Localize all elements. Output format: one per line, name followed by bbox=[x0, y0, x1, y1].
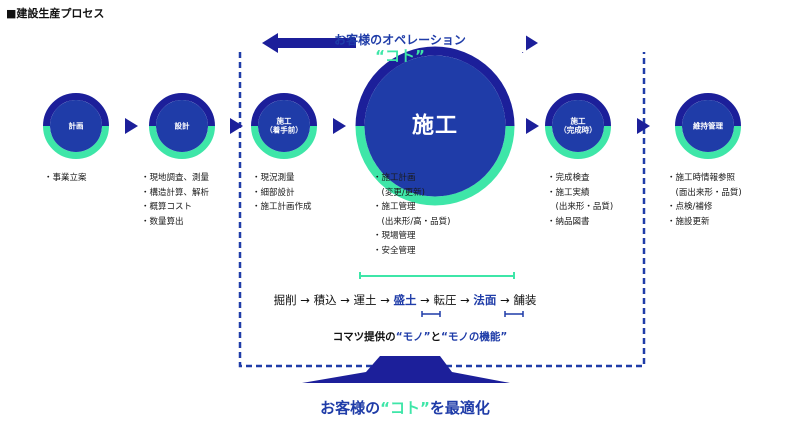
page-title: ■建設生産プロセス bbox=[6, 7, 105, 20]
stage-plan-label: 計画 bbox=[69, 121, 84, 130]
ring-plan bbox=[43, 93, 109, 159]
fill-complete bbox=[552, 100, 604, 152]
step-arrow: → bbox=[420, 293, 430, 307]
list-item: ・完成検査 bbox=[547, 173, 590, 183]
bottom-banner-suffix: を最適化 bbox=[429, 399, 490, 417]
list-item: ・細部設計 bbox=[252, 187, 295, 198]
stage-design-items: ・現地調査、測量 ・構造計算、解析 ・概算コスト ・数量算出 bbox=[141, 171, 209, 229]
top-banner-backdrop bbox=[356, 30, 526, 52]
top-banner-text: お客様のオペレーション bbox=[334, 33, 466, 47]
step-norimen: 法面 bbox=[473, 293, 497, 307]
ring-construction bbox=[355, 46, 515, 206]
stage-complete-subtitle: （完成時） bbox=[559, 126, 597, 135]
list-item: ・数量算出 bbox=[141, 216, 184, 227]
list-item: (面出来形・品質) bbox=[667, 187, 742, 198]
bottom-banner-koto: “コト” bbox=[380, 399, 430, 417]
list-item: ・事業立案 bbox=[44, 173, 87, 183]
step-arrow: → bbox=[380, 293, 390, 307]
stage-complete-items: ・完成検査 ・施工実績 (出来形・品質) ・納品図書 bbox=[547, 171, 613, 229]
list-item: (変更/更新) bbox=[373, 187, 426, 198]
stage-construction-items: ・施工計画 (変更/更新) ・施工管理 (出来形/高・品質) ・現場管理 ・安全… bbox=[373, 171, 451, 258]
ring-complete bbox=[545, 93, 611, 159]
list-item: ・施工計画 bbox=[373, 173, 416, 183]
flow-arrow-4 bbox=[526, 118, 539, 134]
bottom-banner: お客様の“コト”を最適化 bbox=[240, 397, 570, 418]
flow-arrow-1 bbox=[125, 118, 138, 134]
step-kussaku: 掘削 bbox=[273, 293, 297, 307]
fill-plan bbox=[50, 100, 102, 152]
flow-arrow-3 bbox=[333, 118, 346, 134]
step-morido: 盛土 bbox=[393, 293, 417, 307]
mono-note: コマツ提供の“モノ”と“モノの機能” bbox=[300, 329, 540, 344]
list-item: ・安全管理 bbox=[373, 245, 416, 256]
fill-design bbox=[156, 100, 208, 152]
list-item: ・点検/補修 bbox=[667, 202, 713, 212]
bottom-banner-prefix: お客様の bbox=[320, 399, 381, 417]
list-item: (出来形/高・品質) bbox=[373, 216, 451, 227]
list-item: ・現場管理 bbox=[373, 231, 416, 241]
step-arrow: → bbox=[300, 293, 310, 307]
bracket-norimen bbox=[504, 311, 524, 317]
stage-start-label: 施工 （着手前） bbox=[265, 117, 303, 136]
process-steps-row: 掘削 → 積込 → 運土 → 盛土 → 転圧 → 法面 → 舗装 bbox=[250, 292, 560, 308]
list-item: ・納品図書 bbox=[547, 216, 590, 227]
mono-note-prefix: コマツ提供の bbox=[332, 331, 396, 343]
stage-plan-title: 計画 bbox=[68, 121, 84, 131]
list-item: ・施工時情報参照 bbox=[667, 173, 736, 183]
step-arrow: → bbox=[340, 293, 350, 307]
list-item: ・現況測量 bbox=[252, 173, 295, 183]
top-koto-text: “コト” bbox=[375, 47, 425, 65]
stage-complete-label: 施工 （完成時） bbox=[559, 117, 597, 136]
stage-maintenance-title: 維持管理 bbox=[693, 121, 723, 131]
list-item: ・構造計算、解析 bbox=[141, 187, 210, 198]
fill-construction bbox=[364, 55, 506, 197]
bottom-arrow bbox=[302, 356, 510, 383]
step-tsumikomi: 積込 bbox=[313, 293, 337, 307]
list-item: (出来形・品質) bbox=[547, 202, 614, 212]
process-bracket bbox=[359, 272, 515, 279]
list-item: ・概算コスト bbox=[141, 202, 193, 212]
step-hoso: 舗装 bbox=[513, 293, 537, 307]
list-item: ・現地調査、測量 bbox=[141, 173, 210, 183]
step-arrow: → bbox=[500, 293, 510, 307]
ring-maintenance bbox=[675, 93, 741, 159]
ring-start bbox=[251, 93, 317, 159]
list-item: ・施工実績 bbox=[547, 187, 590, 198]
flow-arrow-2 bbox=[230, 118, 243, 134]
stage-construction-title: 施工 bbox=[411, 113, 459, 139]
stage-start-title: 施工 bbox=[276, 116, 292, 126]
step-undo: 運土 bbox=[353, 293, 377, 307]
fill-start bbox=[258, 100, 310, 152]
stage-construction-label: 施工 bbox=[412, 112, 458, 140]
list-item: ・施工管理 bbox=[373, 202, 416, 212]
stage-maintenance-label: 維持管理 bbox=[693, 121, 723, 130]
stage-design-title: 設計 bbox=[174, 121, 190, 131]
mono-note-mid: と bbox=[430, 331, 442, 343]
step-tenatsu: 転圧 bbox=[433, 293, 457, 307]
list-item: ・施設更新 bbox=[667, 216, 710, 227]
stage-design-label: 設計 bbox=[175, 121, 190, 130]
ring-design bbox=[149, 93, 215, 159]
step-arrow: → bbox=[460, 293, 470, 307]
bracket-morido bbox=[421, 311, 441, 317]
stage-start-items: ・現況測量 ・細部設計 ・施工計画作成 bbox=[252, 171, 312, 215]
stage-start-subtitle: （着手前） bbox=[265, 126, 303, 135]
stage-complete-title: 施工 bbox=[570, 116, 586, 126]
stage-plan-items: ・事業立案 bbox=[44, 171, 87, 186]
mono-note-q2: “モノの機能” bbox=[441, 331, 508, 343]
flow-arrow-5 bbox=[637, 118, 650, 134]
mono-note-q1: “モノ” bbox=[395, 331, 431, 343]
stage-maintenance-items: ・施工時情報参照 (面出来形・品質) ・点検/補修 ・施設更新 bbox=[667, 171, 742, 229]
fill-maintenance bbox=[682, 100, 734, 152]
list-item: ・施工計画作成 bbox=[252, 202, 312, 212]
